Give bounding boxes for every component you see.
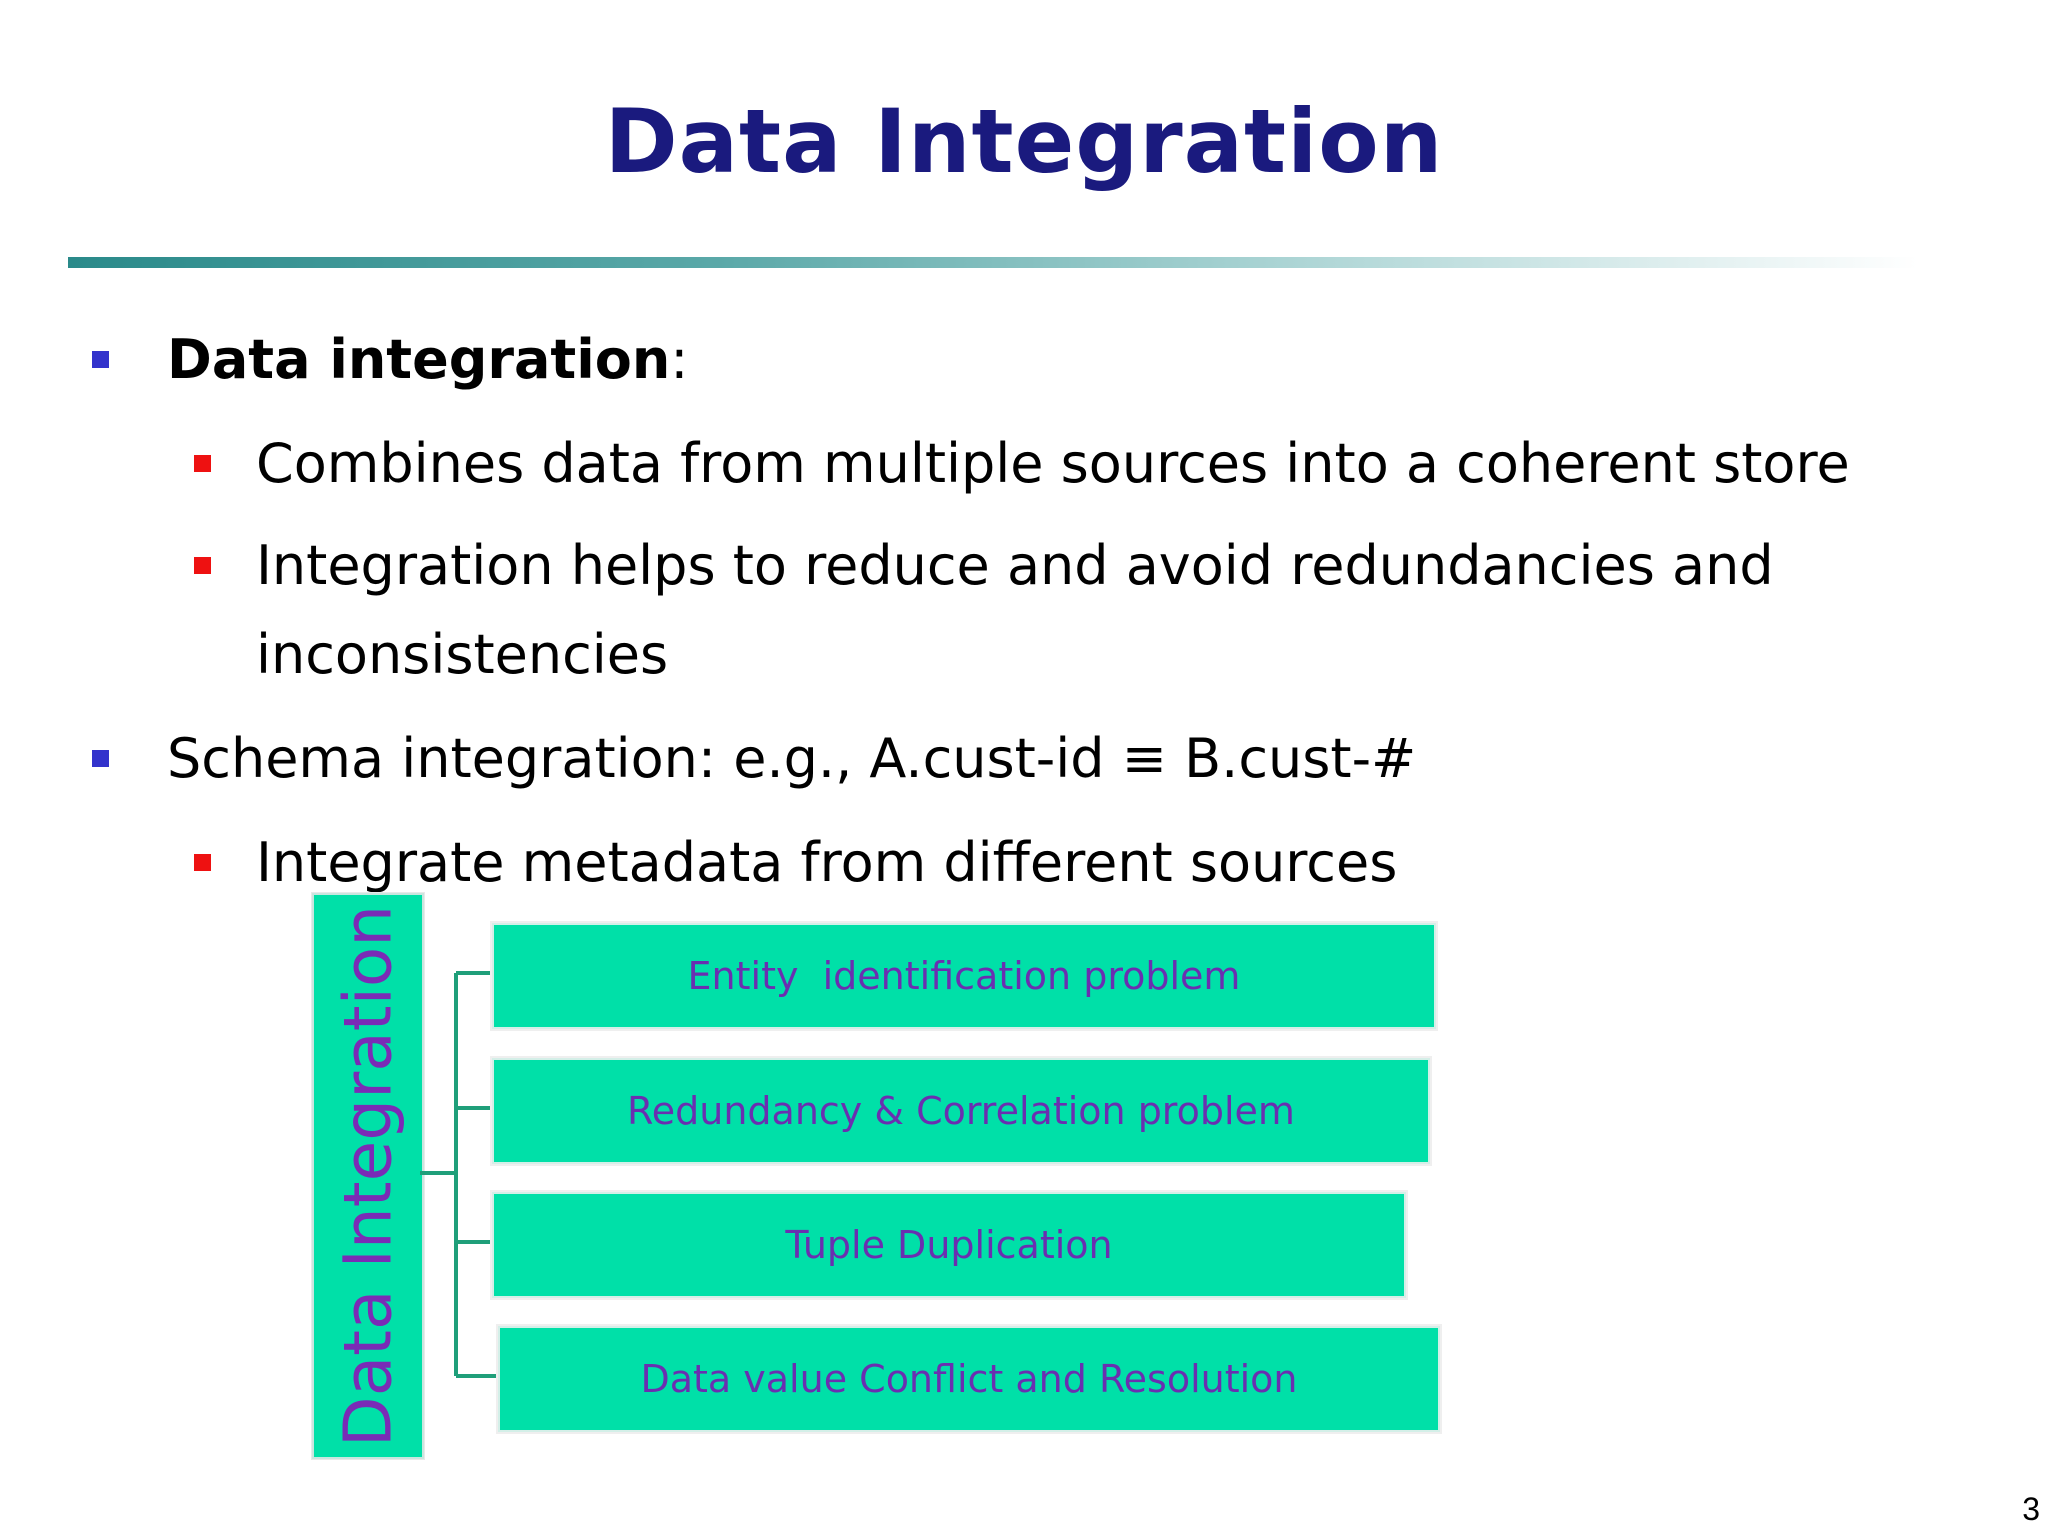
bullet-term: Data integration [167, 328, 671, 391]
sub-bullet-combines: Combines data from multiple sources into… [194, 419, 1850, 509]
sub-bullet-marker [194, 854, 211, 871]
sub-bullet-metadata: Integrate metadata from different source… [194, 818, 1398, 908]
sub-bullet-text: Integrate metadata from different source… [256, 831, 1398, 894]
sub-bullet-text: Combines data from multiple sources into… [256, 432, 1850, 495]
bullet-data-integration: Data integration: [92, 315, 689, 405]
diagram-root-box: Data Integration [312, 893, 424, 1459]
diagram-root-label: Data Integration [329, 904, 407, 1448]
diagram-branch-redundancy-correlation: Redundancy & Correlation problem [492, 1058, 1430, 1164]
sub-bullet-text: Integration helps to reduce and avoid re… [256, 534, 1774, 597]
bullet-text: Schema integration: e.g., A.cust-id ≡ B.… [167, 727, 1417, 790]
bullet-schema-integration: Schema integration: e.g., A.cust-id ≡ B.… [92, 714, 1417, 804]
page-number: 3 [2022, 1491, 2040, 1527]
diagram-branch-data-value-conflict: Data value Conflict and Resolution [498, 1326, 1440, 1432]
sub-bullet-marker [194, 557, 211, 574]
sub-bullet-redundancies-continued: inconsistencies [256, 623, 669, 686]
diagram-branch-tuple-duplication: Tuple Duplication [492, 1192, 1406, 1298]
diagram-branch-entity-identification: Entity identification problem [492, 923, 1436, 1029]
bullet-marker [92, 351, 109, 368]
bullet-marker [92, 750, 109, 767]
title-divider [68, 257, 1918, 268]
diagram-connectors [420, 971, 498, 1378]
bullet-term-colon: : [670, 328, 689, 391]
sub-bullet-redundancies: Integration helps to reduce and avoid re… [194, 521, 1774, 611]
sub-bullet-marker [194, 455, 211, 472]
slide-title: Data Integration [604, 90, 1444, 193]
